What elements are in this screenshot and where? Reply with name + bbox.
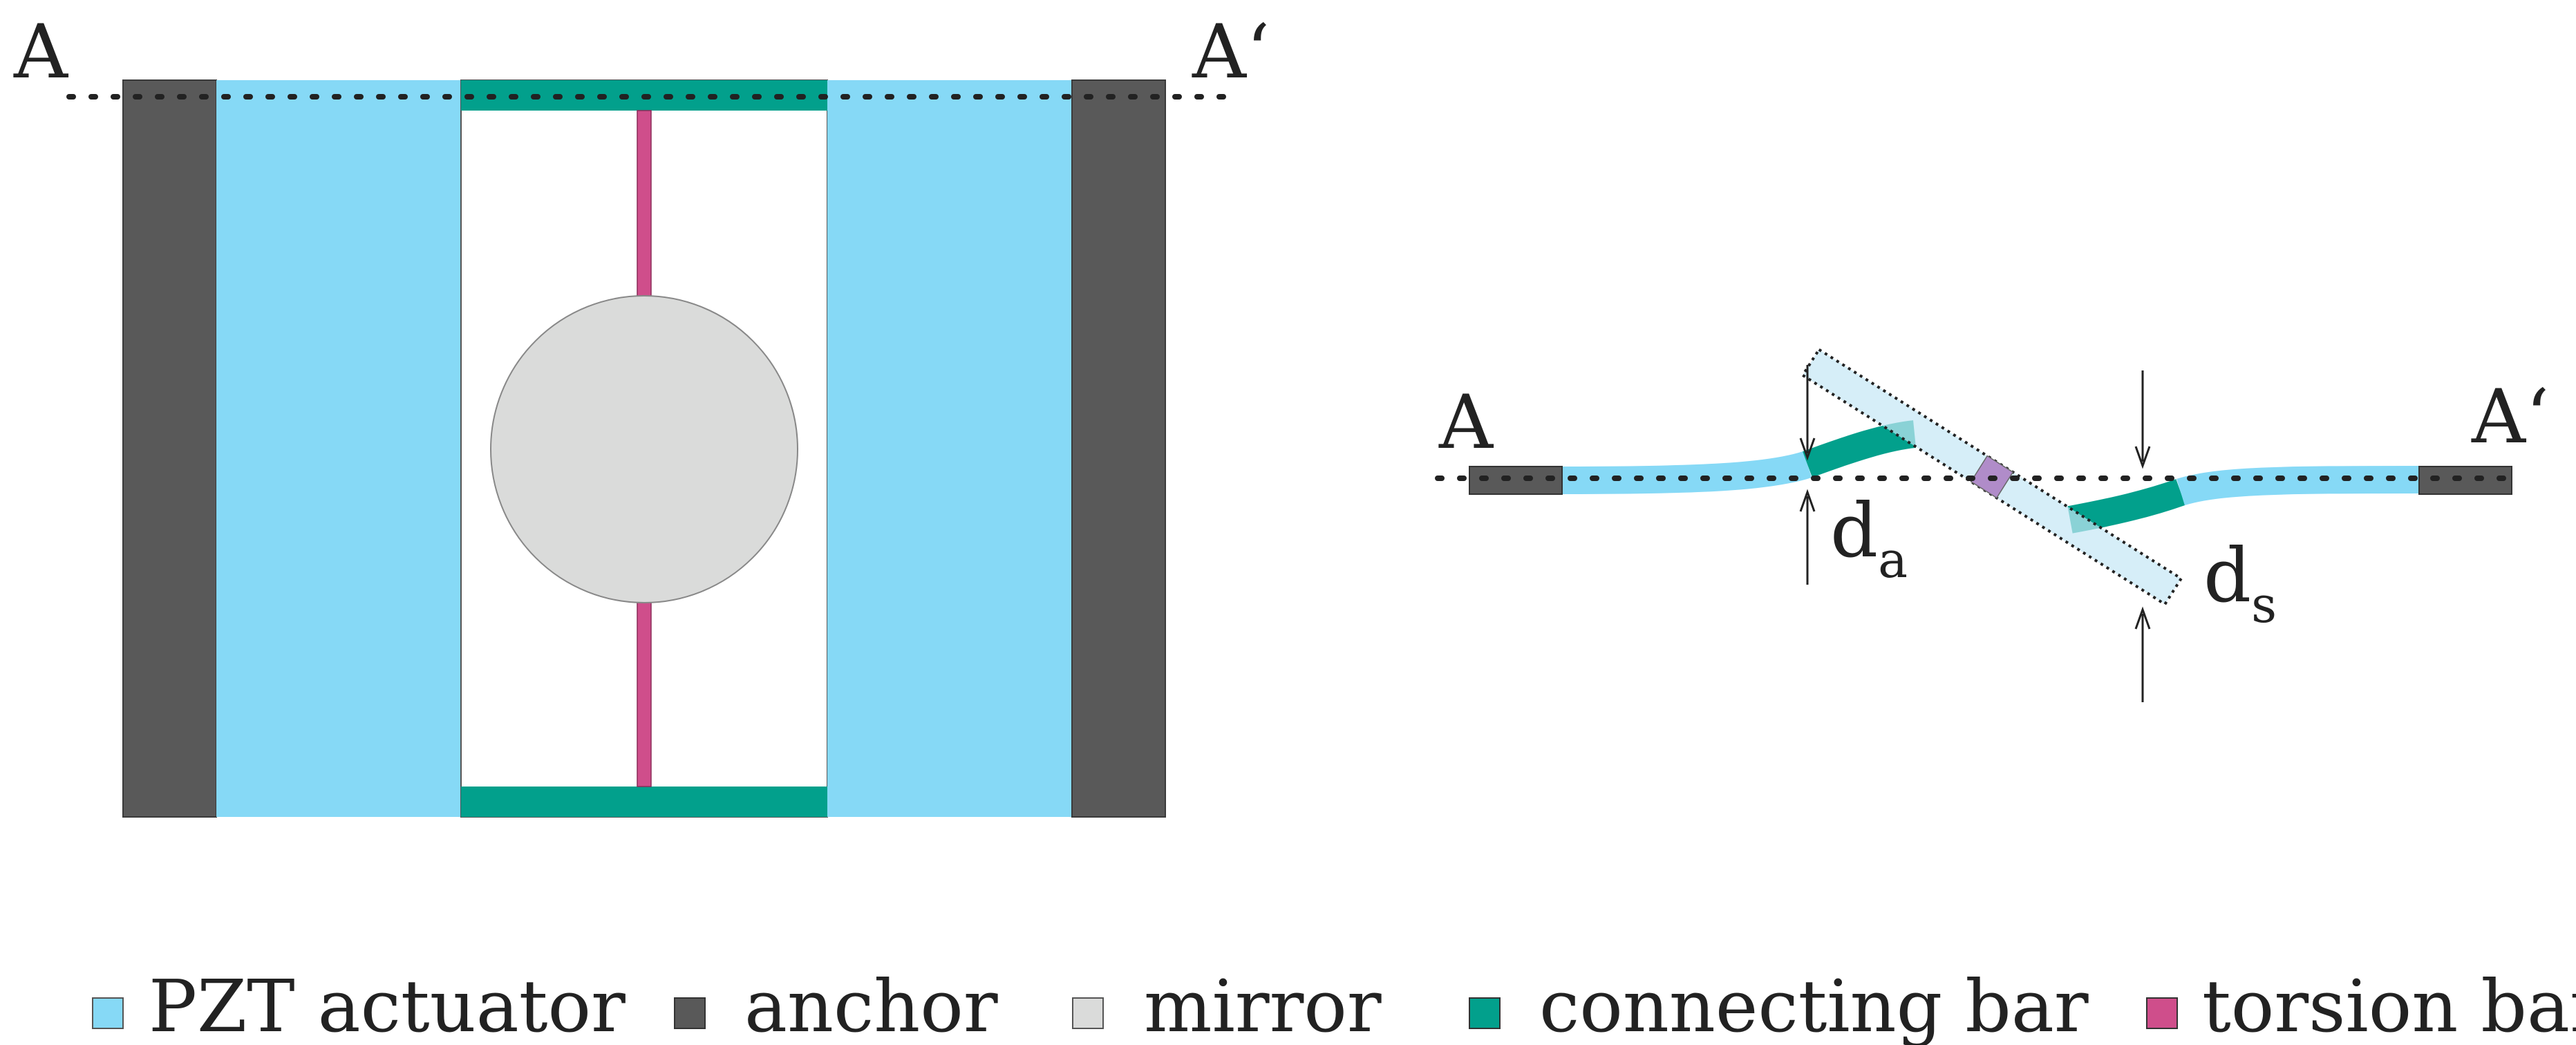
da-arrow-up-head [1799, 489, 1816, 512]
legend-swatch-torsion-bar [2146, 997, 2178, 1029]
legend-label-anchor: anchor [744, 964, 998, 1045]
left-anchor [122, 79, 217, 818]
label-da: da [1830, 488, 1908, 589]
legend-item-mirror: mirror [1072, 964, 1382, 1045]
right-connecting-bar-side [2067, 479, 2185, 534]
left-pzt-actuator [216, 80, 461, 817]
legend-item-pzt: PZT actuator [92, 964, 626, 1045]
label-a-side: A [1438, 379, 1494, 466]
legend-swatch-connecting-bar [1469, 997, 1501, 1029]
label-a-top: A [13, 9, 69, 95]
lower-torsion-bar [637, 601, 652, 787]
legend-swatch-mirror [1072, 997, 1104, 1029]
right-anchor [1071, 79, 1166, 818]
da-arrow-down-head [1799, 437, 1816, 461]
bottom-connecting-bar [461, 787, 827, 817]
legend-label-pzt: PZT actuator [149, 964, 626, 1045]
side-view: da ds A A‘ [1435, 347, 2549, 702]
top-view: A A‘ [13, 9, 1270, 818]
upper-torsion-bar [637, 110, 652, 298]
legend-swatch-anchor [674, 997, 706, 1029]
left-pzt-bend [1560, 451, 1812, 494]
right-pzt-bend [2177, 466, 2420, 506]
ds-arrow-down-head [2134, 446, 2151, 469]
right-pzt-actuator [827, 80, 1072, 817]
legend-label-connecting-bar: connecting bar [1539, 964, 2089, 1045]
legend-label-torsion-bar: torsion bar [2202, 964, 2576, 1045]
legend-item-torsion-bar: torsion bar [2146, 964, 2576, 1045]
mirror [490, 295, 798, 603]
label-ds: ds [2203, 533, 2277, 634]
ds-arrow-up-head [2134, 606, 2151, 630]
label-a-prime-top: A‘ [1192, 9, 1270, 95]
label-a-prime-side: A‘ [2471, 374, 2549, 460]
legend-item-connecting-bar: connecting bar [1469, 964, 2089, 1045]
legend-swatch-pzt [92, 997, 124, 1029]
legend: PZT actuator anchor mirror connecting ba… [92, 964, 2576, 1045]
left-connecting-bar-side [1803, 420, 1917, 478]
legend-item-anchor: anchor [674, 964, 998, 1045]
legend-label-mirror: mirror [1144, 964, 1382, 1045]
